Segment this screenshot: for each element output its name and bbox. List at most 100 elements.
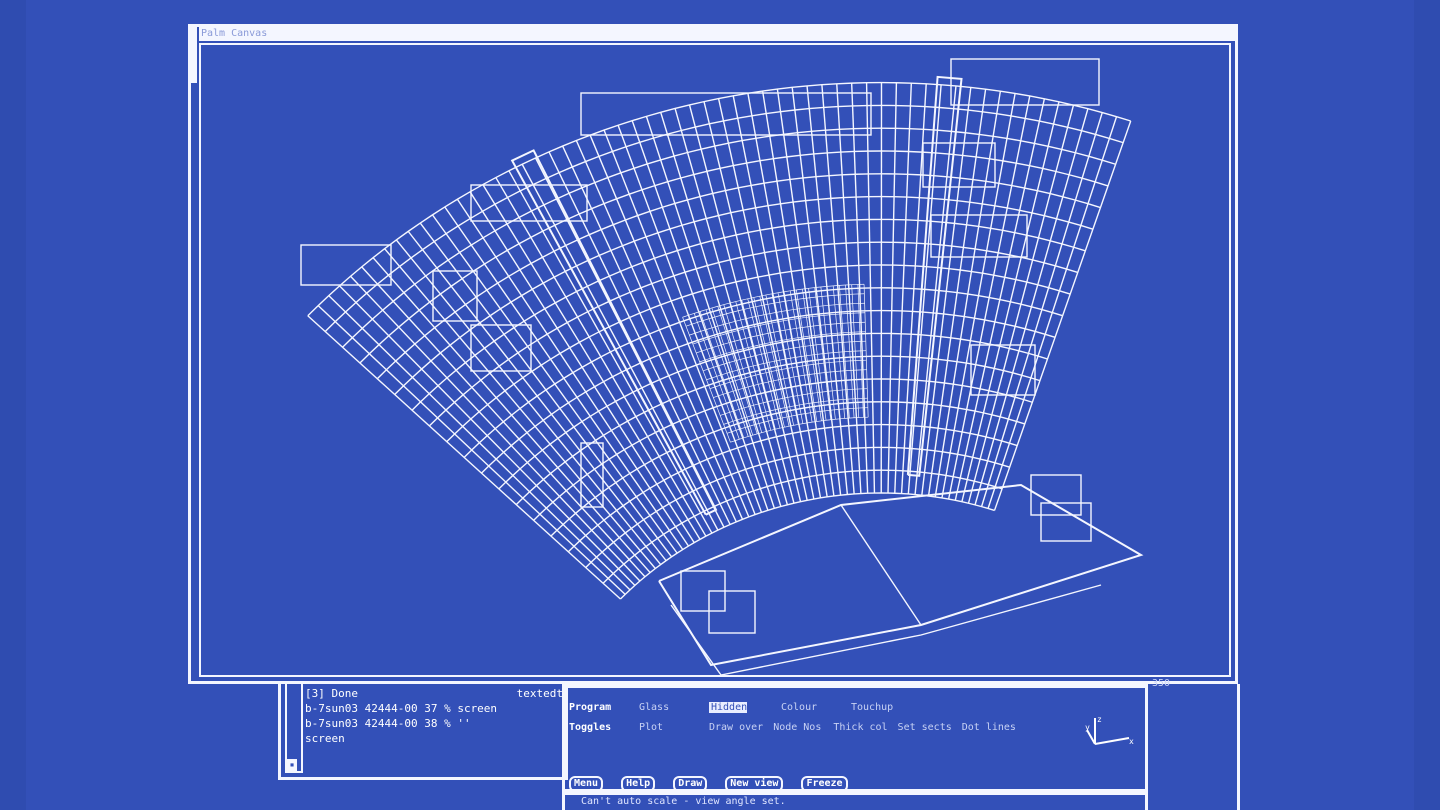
fine-grid (759, 296, 790, 427)
seating-radial-line (384, 248, 656, 569)
fine-grid (753, 297, 785, 428)
drawing-canvas[interactable] (199, 43, 1231, 677)
seating-radial-line (482, 184, 701, 540)
box-wall (580, 442, 604, 508)
terminal-scrollbar[interactable]: ▪ (285, 684, 303, 773)
fine-grid (814, 287, 832, 420)
rear-wall (580, 92, 872, 136)
program-glass[interactable]: Glass (639, 702, 670, 713)
box-wall (1040, 502, 1092, 542)
program-hidden[interactable]: Hidden (709, 702, 748, 713)
screen-edge-right (1414, 0, 1440, 810)
scroll-button[interactable]: ▪ (287, 759, 297, 771)
toggle-dot-lines[interactable]: Dot lines (961, 722, 1016, 733)
seating-radial-line (589, 134, 750, 518)
freeze-button[interactable]: Freeze (801, 776, 848, 792)
toggle-node-nos[interactable]: Node Nos (773, 722, 822, 733)
seating-radial-line (350, 275, 641, 582)
seating-radial-line (317, 305, 626, 595)
fine-grid (789, 290, 813, 423)
seating-row-line (411, 218, 1086, 411)
seating-radial-line (947, 95, 1031, 500)
menu-button[interactable]: Menu (569, 776, 604, 792)
draw-button[interactable]: Draw (673, 776, 708, 792)
fine-grid (688, 315, 736, 441)
fine-grid (682, 317, 731, 443)
seating-radial-line (747, 93, 822, 498)
stage-edge (670, 584, 1102, 676)
seating-radial-line (328, 295, 631, 591)
seating-radial-line (660, 112, 782, 507)
box-wall (930, 214, 1028, 258)
seating-radial-line (914, 85, 957, 495)
fine-grid (765, 294, 794, 426)
seating-radial-line (894, 83, 913, 494)
seating-row-line (619, 492, 995, 600)
seating-row-line (324, 104, 1124, 333)
seating-radial-line (921, 87, 972, 496)
status-message: Can't auto scale - view angle set. (562, 792, 1148, 810)
seating-radial-line (456, 198, 690, 547)
seating-row-line (394, 195, 1094, 395)
fine-grid (735, 301, 772, 431)
program-touchup[interactable]: Touchup (851, 702, 894, 713)
seating-radial-line (495, 177, 707, 537)
box-wall (432, 270, 478, 322)
control-panel: Program Glass Hidden Colour Touchup Togg… (562, 684, 1148, 792)
axis-y-label: y (1085, 723, 1090, 732)
seating-radial-line (603, 129, 756, 515)
seating-radial-line (575, 140, 744, 520)
seating-radial-line (821, 84, 855, 495)
fine-grid (839, 285, 850, 419)
rear-wall (470, 184, 588, 222)
rear-wall (950, 58, 1100, 106)
seating-radial-line (419, 222, 673, 558)
seating-radial-line (703, 101, 802, 502)
job-status: [3] Done (305, 687, 358, 700)
toggle-set-sects[interactable]: Set sects (897, 722, 952, 733)
program-colour[interactable]: Colour (781, 702, 818, 713)
fine-grid (826, 286, 841, 419)
terminal-line: screen (305, 732, 345, 745)
screen-edge-left (0, 0, 26, 810)
box-wall (1030, 474, 1082, 516)
terminal-title: textedt (516, 687, 563, 700)
seating-radial-line (900, 83, 927, 494)
axis-z-label: z (1097, 715, 1102, 724)
seating-radial-line (395, 239, 662, 565)
toggle-draw-over[interactable]: Draw over (709, 722, 764, 733)
window-handle[interactable] (189, 27, 199, 83)
seating-radial-line (631, 120, 769, 511)
seating-radial-line (974, 108, 1089, 506)
new-view-button[interactable]: New view (725, 776, 784, 792)
axis-triad-icon: z x y (1085, 715, 1134, 746)
fine-grid (729, 302, 767, 432)
fine-grid (820, 286, 836, 420)
toggle-plot[interactable]: Plot (639, 722, 664, 733)
window-title[interactable]: Palm Canvas (191, 27, 1235, 41)
box-wall (970, 344, 1036, 396)
terminal-line: b-7sun03 42444-00 37 % screen (305, 702, 498, 715)
seating-radial-line (674, 108, 789, 505)
fine-grid (795, 289, 818, 422)
seating-radial-line (954, 98, 1046, 501)
seating-radial-line (688, 104, 795, 504)
box-wall (922, 142, 996, 188)
seating-radial-line (339, 285, 636, 586)
toggle-thick-col[interactable]: Thick col (833, 722, 888, 733)
axis-x-label: x (1129, 737, 1134, 746)
fine-grid (693, 313, 740, 440)
auditorium-wireframe (300, 58, 1144, 676)
seating-radial-line (444, 206, 684, 550)
seating-radial-line (361, 266, 646, 578)
box-wall (708, 590, 756, 634)
help-button[interactable]: Help (621, 776, 656, 792)
seating-radial-line (887, 82, 898, 494)
aisle (906, 75, 963, 477)
fine-grid (717, 306, 758, 434)
seating-radial-line (407, 230, 667, 562)
seating-radial-line (987, 116, 1118, 509)
toggles-label: Toggles (569, 722, 612, 733)
terminal-window[interactable]: ▪ [3] Done textedt b-7sun03 42444-00 37 %… (278, 684, 568, 780)
fine-grid (741, 300, 776, 430)
